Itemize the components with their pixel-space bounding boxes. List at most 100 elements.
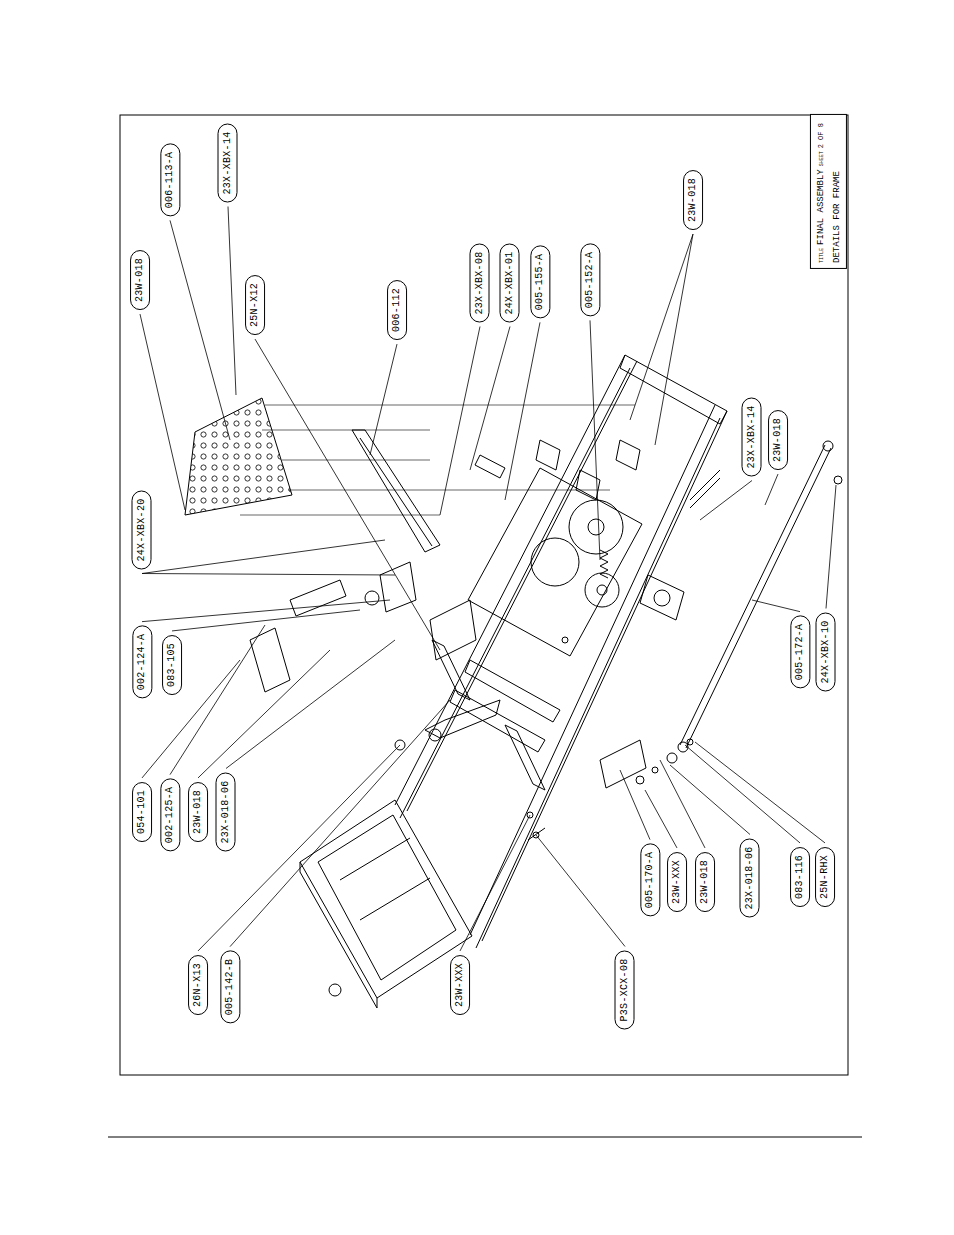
leader-line (198, 745, 400, 951)
part-number: 083-116 (794, 855, 805, 899)
leader-line (140, 314, 185, 510)
leader-line (765, 474, 778, 505)
callout-capsule: 23X-XBX-08 (470, 243, 490, 322)
callout-capsule: P3S-XCX-08 (615, 950, 635, 1029)
callout-capsule: 005-172-A (790, 616, 810, 689)
part-number: 005-170-A (644, 852, 655, 909)
part-number: 23X-XBX-08 (474, 251, 485, 314)
part-number: 005-152-A (584, 252, 595, 309)
part-number: 24X-XBX-01 (504, 251, 515, 314)
callout-capsule: 23X-XBX-14 (218, 123, 238, 202)
callout-capsule: 23W-XXX (667, 852, 687, 912)
callout-capsule: 054-101 (132, 782, 152, 842)
leader-line (685, 745, 800, 843)
part-number: 25N-X12 (249, 283, 260, 327)
callout-capsule: 005-170-A (640, 844, 660, 917)
leader-line (826, 485, 836, 608)
callout-capsule: 23X-018-06 (216, 772, 236, 851)
callout-capsule: 083-116 (790, 847, 810, 907)
callout-capsule: 26N-X13 (188, 955, 208, 1015)
callout-capsule: 23W-018 (695, 852, 715, 912)
part-number: 24X-XBX-10 (820, 620, 831, 683)
leader-line (172, 610, 360, 631)
title-text: DETAILS FOR FRAME (832, 171, 842, 263)
callout-capsule: 002-124-A (132, 626, 152, 699)
leader-line (142, 660, 240, 778)
callout-capsule: 002-125-A (160, 779, 180, 852)
leader-line (228, 207, 236, 395)
part-number: 23W-XXX (454, 963, 465, 1007)
callout-capsule: 005-142-B (220, 951, 240, 1024)
part-number: 23W-018 (699, 860, 710, 904)
explode-line (240, 405, 635, 515)
leader-line (752, 600, 800, 612)
part-number: 23W-018 (192, 790, 203, 834)
callout-capsule: 23W-018 (188, 782, 208, 842)
title-line: DETAILS FOR FRAME (829, 120, 844, 263)
leader-line (695, 742, 825, 843)
leader-line (630, 234, 693, 420)
leader-line (700, 481, 752, 520)
callout-capsule: 24X-XBX-01 (500, 243, 520, 322)
callout-capsule: 23W-018 (683, 170, 703, 230)
part-number: P3S-XCX-08 (619, 958, 630, 1021)
title-block: TITLEFINAL ASSEMBLYSHEET2 OF 8DETAILS FO… (810, 114, 847, 269)
title-text: TITLE (819, 247, 825, 262)
part-number: 23X-XBX-14 (746, 405, 757, 468)
part-number: 23W-018 (772, 418, 783, 462)
callout-capsule: 23X-XBX-14 (742, 397, 762, 476)
callout-capsule: 23W-018 (130, 250, 150, 310)
leader-line (142, 540, 385, 574)
leader-line (505, 322, 540, 500)
part-number: 006-112 (391, 288, 402, 332)
title-text: 2 OF 8 (817, 123, 825, 148)
callout-capsule: 25N-RHX (815, 847, 835, 907)
leader-line (170, 220, 230, 440)
part-number: 006-113-A (164, 152, 175, 209)
leader-line (655, 234, 693, 445)
title-text: SHEET (819, 151, 825, 166)
callout-capsule: 005-152-A (580, 244, 600, 317)
callout-capsule: 083-105 (162, 635, 182, 695)
part-number: 083-105 (166, 643, 177, 687)
part-number: 002-125-A (164, 787, 175, 844)
callout-capsule: 23W-XXX (450, 955, 470, 1015)
angle-bar (352, 430, 440, 552)
leader-line (645, 790, 677, 848)
part-number: 005-172-A (794, 624, 805, 681)
leader-line (470, 327, 510, 470)
leader-line (230, 700, 450, 947)
leader-line (660, 760, 705, 848)
leader-line (142, 574, 395, 575)
callout-capsule: 23X-018-06 (740, 838, 760, 917)
control-rod (678, 441, 842, 752)
callout-capsule: 005-155-A (530, 246, 550, 319)
callout-capsule: 24X-XBX-20 (132, 490, 152, 569)
part-number: 24X-XBX-20 (136, 498, 147, 561)
leader-line (620, 770, 650, 840)
part-number: 23X-018-06 (744, 846, 755, 909)
leader-line (170, 625, 265, 775)
leader-line (536, 835, 625, 946)
chassis (250, 355, 727, 1008)
foot-plate (185, 398, 292, 515)
drawing-border (108, 115, 862, 1137)
part-number: 23W-018 (134, 258, 145, 302)
part-number: 002-124-A (136, 634, 147, 691)
part-number: 23X-018-06 (220, 780, 231, 843)
callout-capsule: 25N-X12 (245, 275, 265, 335)
part-number: 005-142-B (224, 959, 235, 1016)
callout-capsule: 006-113-A (160, 144, 180, 217)
callout-capsule: 006-112 (387, 280, 407, 340)
part-number: 005-155-A (534, 254, 545, 311)
part-number: 054-101 (136, 790, 147, 834)
part-number: 23X-XBX-14 (222, 131, 233, 194)
part-number: 23W-018 (687, 178, 698, 222)
leader-line (226, 640, 395, 768)
leader-line (370, 344, 397, 455)
title-line: TITLEFINAL ASSEMBLYSHEET2 OF 8 (813, 120, 829, 263)
part-number: 26N-X13 (192, 963, 203, 1007)
part-number: 23W-XXX (671, 860, 682, 904)
callout-capsule: 24X-XBX-10 (816, 612, 836, 691)
